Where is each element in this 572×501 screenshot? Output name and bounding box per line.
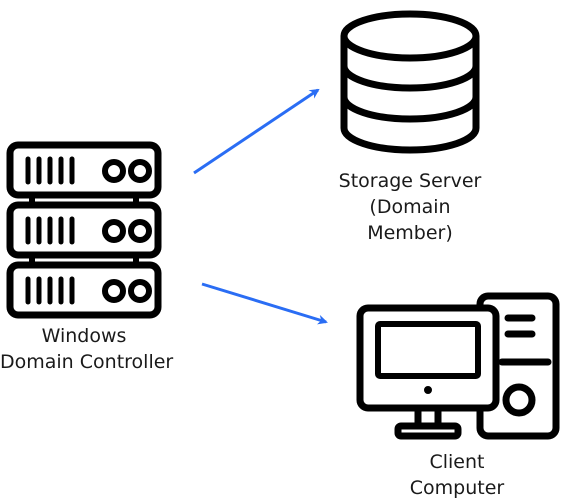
desktop-computer-icon <box>356 292 560 440</box>
label-line: Computer <box>409 477 505 499</box>
server-rack-icon <box>6 141 162 319</box>
client-computer-label: Client Computer <box>395 449 519 501</box>
label-line: Storage Server <box>338 170 482 192</box>
label-line: Windows <box>41 325 127 347</box>
database-icon <box>340 10 480 154</box>
domain-controller-label: Windows Domain Controller <box>0 323 174 375</box>
label-line: Client <box>429 451 485 473</box>
label-line: (Domain <box>369 196 451 218</box>
storage-server-label: Storage Server (Domain Member) <box>330 168 490 246</box>
label-line: Domain Controller <box>0 351 174 373</box>
arrow-to-client-computer <box>201 282 328 325</box>
label-line: Member) <box>367 222 453 244</box>
arrow-to-storage-server <box>193 88 320 175</box>
